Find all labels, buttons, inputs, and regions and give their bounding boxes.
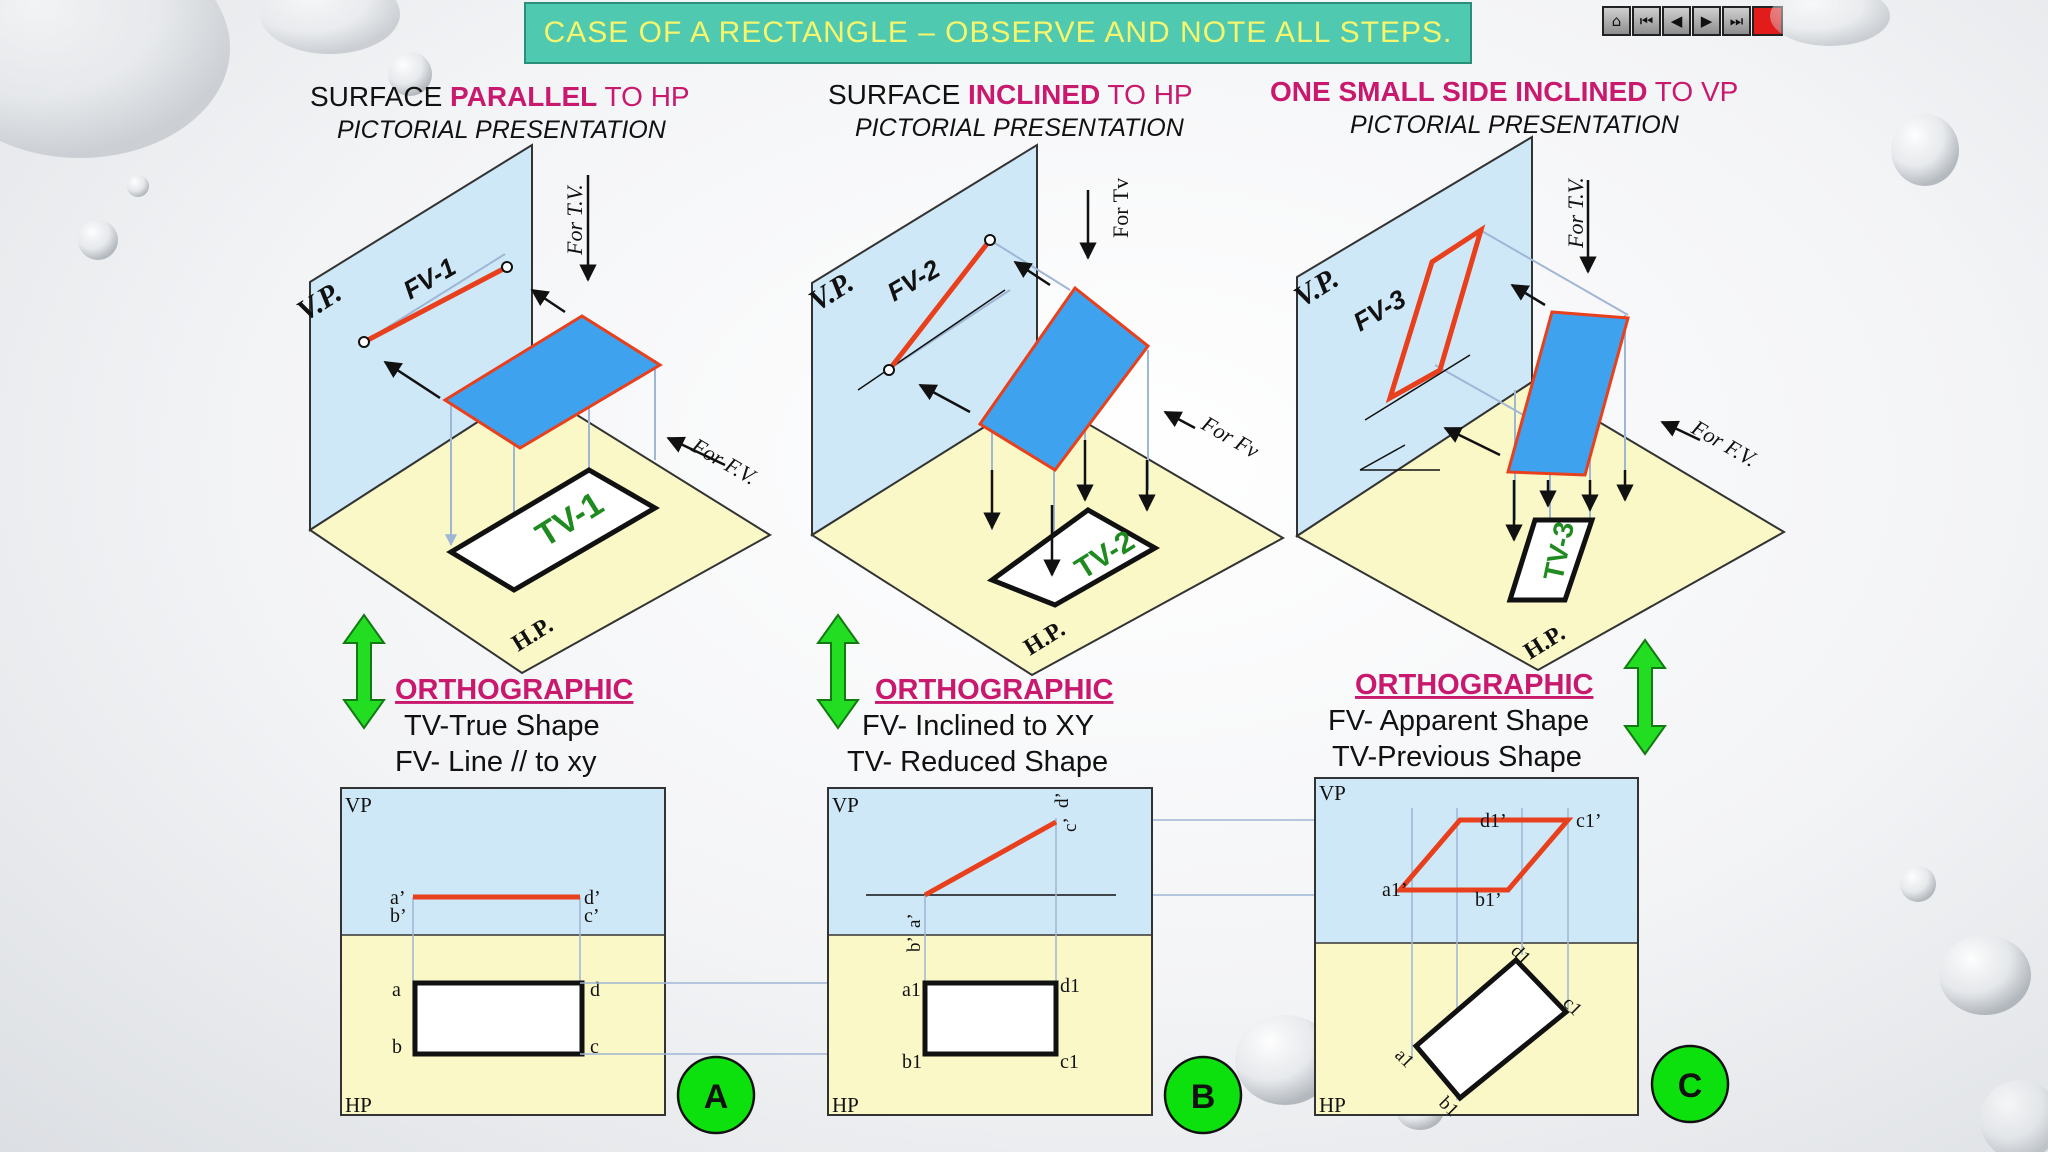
- case-c-projection-arrow: [1623, 638, 1667, 756]
- svg-text:a’: a’: [390, 887, 406, 909]
- svg-text:d’: d’: [1052, 792, 1073, 808]
- case-a-ortho-line2: FV- Line // to xy: [395, 746, 597, 778]
- case-b-vp-region-label: VP: [832, 793, 859, 817]
- svg-text:b’: b’: [390, 905, 407, 927]
- case-b-heading: SURFACE INCLINED TO HP: [828, 79, 1193, 110]
- case-a-orthographic-box: VP HP a’ b’ d’ c’ a b d c: [340, 787, 666, 1117]
- first-slide-icon[interactable]: ⏮: [1632, 6, 1661, 36]
- svg-text:b’: b’: [904, 936, 925, 952]
- case-a-for-fv-label: For F.V.: [687, 432, 762, 490]
- svg-text:d’: d’: [584, 887, 601, 909]
- svg-text:a1: a1: [902, 979, 921, 1001]
- case-c-for-fv-label: For F.V.: [1687, 414, 1762, 472]
- svg-text:c’: c’: [1060, 817, 1081, 832]
- svg-text:a1’: a1’: [1382, 879, 1408, 901]
- case-c-front-view-parallelogram: [1385, 224, 1486, 404]
- case-a-subheading: PICTORIAL PRESENTATION: [337, 116, 667, 144]
- case-b-ortho-heading: ORTHOGRAPHIC: [875, 674, 1114, 706]
- case-b-ortho-fv-line: [923, 819, 1058, 898]
- next-slide-icon[interactable]: ▶: [1692, 6, 1721, 36]
- case-a-for-tv-label: For T.V.: [562, 184, 587, 256]
- svg-text:d1: d1: [1060, 975, 1080, 997]
- case-c-badge: [1650, 1044, 1730, 1124]
- case-b-top-view-rectangle: [986, 507, 1161, 608]
- case-a-top-view-rectangle: [446, 467, 660, 593]
- case-c-ortho-tv-rectangle: [1412, 956, 1570, 1102]
- svg-text:b1’: b1’: [1475, 889, 1502, 911]
- case-c-ortho-line1: FV- Apparent Shape: [1328, 705, 1589, 737]
- case-a-vp-region-label: VP: [345, 793, 372, 817]
- case-a-front-view-line: [362, 264, 509, 345]
- case-c-vp-region-label: VP: [1319, 781, 1346, 805]
- case-b-horizontal-plane: [810, 392, 1286, 677]
- case-b-subheading: PICTORIAL PRESENTATION: [855, 114, 1185, 142]
- last-slide-icon[interactable]: ⏭: [1722, 6, 1751, 36]
- case-a-rectangle-surface: [442, 314, 663, 450]
- case-c-rectangle-surface: [1506, 310, 1630, 477]
- case-c-for-tv-label: For T.V.: [1563, 177, 1588, 249]
- case-c-ortho-fv-parallelogram: [1394, 817, 1574, 893]
- svg-text:c1’: c1’: [1576, 810, 1602, 832]
- case-a: SURFACE PARALLEL TO HP PICTORIAL PRESENT…: [291, 81, 772, 1135]
- svg-text:a: a: [392, 979, 401, 1001]
- case-b: SURFACE INCLINED TO HP PICTORIAL PRESENT…: [803, 79, 1286, 1135]
- case-a-ortho-tv-rectangle: [412, 980, 585, 1057]
- case-c-fv-direction-arrow: [1660, 420, 1701, 442]
- svg-text:c: c: [590, 1036, 599, 1058]
- case-b-badge-label: B: [1191, 1078, 1216, 1116]
- svg-text:b: b: [392, 1036, 402, 1058]
- svg-text:c1: c1: [1060, 1051, 1079, 1073]
- svg-text:a’: a’: [904, 913, 925, 928]
- case-b-for-fv-label: For Fv: [1197, 410, 1264, 463]
- case-c-orthographic-box: VP HP d1’ c1’ a1’ b1’ d1 c1 a1 b1: [1314, 777, 1639, 1121]
- case-a-projection-arrow: [342, 613, 386, 730]
- case-b-orthographic-box: VP HP a’ b’ d’ c’ a1 b1 d1 c1: [827, 787, 1153, 1117]
- case-b-ortho-tv-rectangle: [922, 980, 1059, 1057]
- case-b-projection-arrow: [816, 613, 860, 730]
- case-c-heading: ONE SMALL SIDE INCLINED TO VP: [1270, 76, 1738, 107]
- case-b-hp-region-label: HP: [832, 1093, 859, 1117]
- case-b-front-view-line: [887, 238, 992, 372]
- case-b-rectangle-surface: [977, 285, 1151, 472]
- case-a-ortho-line1: TV-True Shape: [404, 710, 600, 742]
- case-c-top-view-rectangle: [1506, 517, 1596, 603]
- svg-text:c’: c’: [584, 905, 600, 927]
- case-c-hp-region-label: HP: [1319, 1093, 1346, 1117]
- case-b-badge: [1163, 1055, 1243, 1135]
- case-c-badge-label: C: [1678, 1067, 1703, 1105]
- case-c-ortho-heading: ORTHOGRAPHIC: [1355, 669, 1594, 701]
- slide-title: CASE OF A RECTANGLE – OBSERVE AND NOTE A…: [524, 2, 1472, 64]
- home-icon[interactable]: ⌂: [1602, 6, 1631, 36]
- svg-text:d1’: d1’: [1480, 810, 1507, 832]
- case-b-ortho-line2: TV- Reduced Shape: [847, 746, 1108, 778]
- slide-navigation: ⌂ ⏮ ◀ ▶ ⏭: [1602, 6, 1784, 38]
- case-a-hp-region-label: HP: [345, 1093, 372, 1117]
- previous-slide-icon[interactable]: ◀: [1662, 6, 1691, 36]
- case-a-badge-label: A: [704, 1078, 729, 1116]
- case-b-ortho-line1: FV- Inclined to XY: [862, 710, 1094, 742]
- case-a-fv-direction-arrow: [666, 436, 726, 467]
- case-c: ONE SMALL SIDE INCLINED TO VP PICTORIAL …: [1270, 76, 1786, 1124]
- case-a-heading: SURFACE PARALLEL TO HP: [310, 81, 690, 112]
- case-c-ortho-line2: TV-Previous Shape: [1332, 741, 1582, 773]
- svg-text:d: d: [590, 979, 600, 1001]
- svg-text:b1: b1: [902, 1051, 922, 1073]
- case-c-subheading: PICTORIAL PRESENTATION: [1350, 111, 1680, 139]
- case-a-ortho-heading: ORTHOGRAPHIC: [395, 674, 634, 706]
- case-b-for-tv-label: For Tv: [1108, 178, 1133, 238]
- case-a-badge: [676, 1055, 756, 1135]
- case-b-fv-direction-arrow: [1163, 410, 1196, 430]
